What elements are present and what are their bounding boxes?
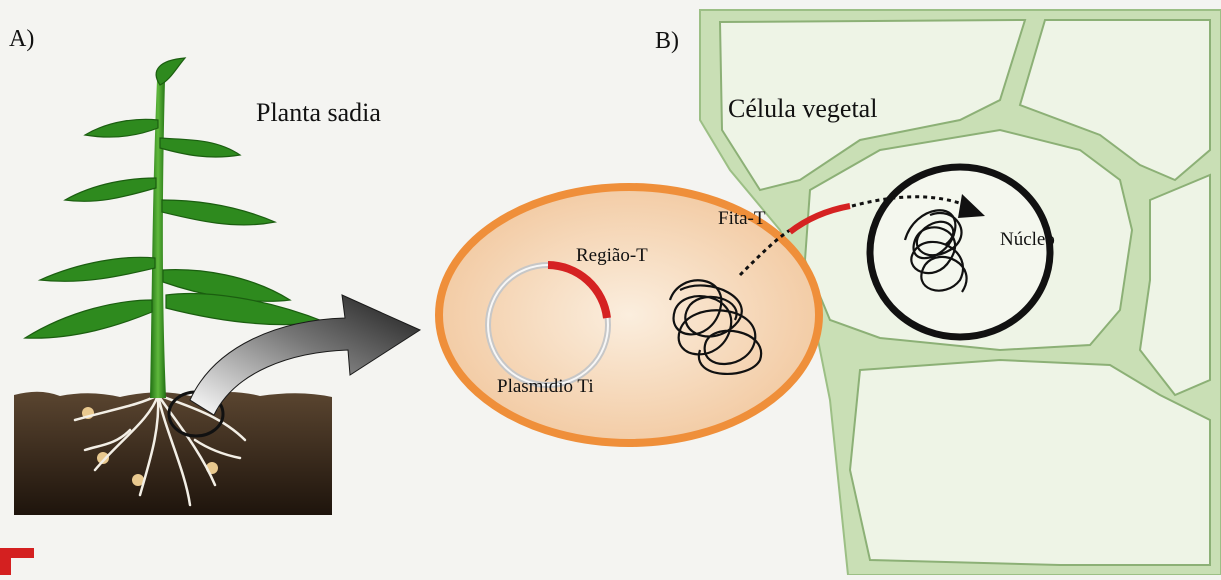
nucleus-label: Núcleo bbox=[1000, 229, 1055, 251]
leaf bbox=[156, 58, 185, 85]
t-strand-label: Fita-T bbox=[718, 208, 766, 230]
leaf bbox=[25, 300, 152, 338]
healthy-plant-label: Planta sadia bbox=[256, 98, 381, 128]
leaf bbox=[85, 119, 158, 137]
soil-block bbox=[14, 392, 332, 515]
leaf bbox=[40, 257, 155, 281]
corner-mark bbox=[0, 548, 34, 575]
leaf bbox=[160, 138, 240, 157]
leaf bbox=[162, 200, 275, 225]
leaf bbox=[65, 178, 156, 201]
nucleus-envelope bbox=[870, 167, 1050, 337]
panel-b-label: B) bbox=[655, 28, 679, 55]
t-region-label: Região-T bbox=[576, 245, 648, 267]
ti-plasmid-label: Plasmídio Ti bbox=[497, 376, 594, 398]
panel-a-label: A) bbox=[9, 26, 34, 53]
plant-cell-label: Célula vegetal bbox=[728, 94, 877, 124]
cell-right-middle bbox=[1140, 175, 1210, 395]
